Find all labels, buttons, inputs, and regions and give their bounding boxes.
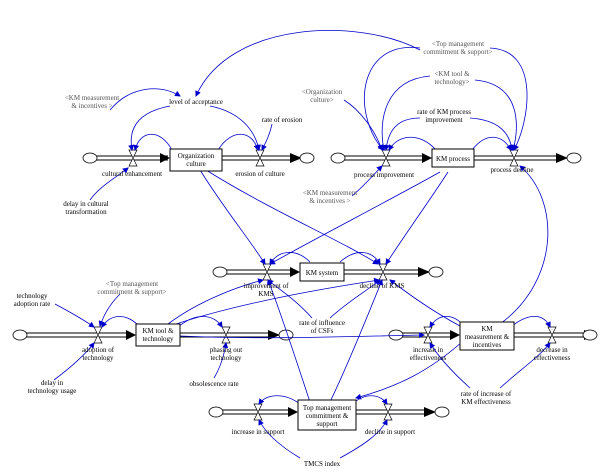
- flow-label-adoption-line1: adoption of: [82, 346, 115, 354]
- valve-icon: [253, 403, 263, 421]
- stock-label: KM system: [306, 269, 339, 277]
- shadow-org-culture-1-line1: <Organization: [302, 88, 343, 96]
- valve-icon: [255, 149, 265, 167]
- stock-km-process: KM process: [431, 148, 475, 168]
- aux-tech-adoption-line1: technology: [16, 292, 48, 300]
- flow-labels: cultural enhancement erosion of culture …: [82, 166, 571, 436]
- shadow-km-measurement-1-line1: <KM measurement: [65, 94, 119, 102]
- cloud-icon: [330, 152, 346, 164]
- aux-obsolescence-rate: obsolescence rate: [189, 380, 238, 388]
- stock-label-line3: incentives: [473, 341, 502, 349]
- shadow-top-mgmt-2-line1: <Top management: [106, 280, 158, 288]
- flow-label-adoption-line2: technology: [82, 354, 114, 362]
- flow-label-phasing-line2: technology: [210, 354, 242, 362]
- valve-icon: [378, 263, 388, 281]
- aux-tmcs-index: TMCS index: [304, 460, 341, 468]
- flow-label-decrease-eff-line2: effectiveness: [534, 354, 571, 362]
- aux-tech-adoption-line2: adoption rate: [14, 300, 51, 308]
- stock-label-line1: KM: [481, 325, 493, 333]
- stock-top-management: Top management commitment & support: [297, 399, 357, 431]
- flow-label-cultural-enhancement: cultural enhancement: [102, 170, 162, 178]
- valve-icon: [221, 326, 231, 344]
- stock-label-line2: measurement &: [465, 333, 510, 341]
- valve-icon: [423, 326, 433, 344]
- valve-icon: [509, 149, 519, 167]
- shadow-top-mgmt-1-line1: <Top management: [432, 40, 484, 48]
- flow-label-process-decline: process decline: [491, 166, 534, 174]
- stock-label-line1: Top management: [303, 404, 351, 412]
- cloud-icon: [582, 329, 598, 341]
- cloud-icon: [212, 266, 228, 278]
- aux-rate-km-process-line1: rate of KM process: [417, 108, 471, 116]
- flow-label-process-improvement: process improvement: [354, 171, 414, 179]
- shadow-km-measurement-2-line2: & incentives >: [309, 197, 350, 205]
- aux-rate-of-erosion: rate of erosion: [262, 116, 303, 124]
- flow-label-decrease-eff-line1: decrease in: [536, 346, 568, 354]
- source-sink-clouds: [12, 152, 598, 418]
- stock-label-line1: KM tool &: [142, 327, 174, 335]
- shadow-top-mgmt-2-line2: commitment & support>: [97, 288, 166, 296]
- flow-valves: [93, 149, 557, 421]
- cloud-icon: [278, 329, 294, 341]
- cloud-icon: [12, 329, 28, 341]
- flow-label-phasing-line1: phasing out: [210, 346, 243, 354]
- cloud-icon: [82, 152, 98, 164]
- flow-label-erosion-of-culture: erosion of culture: [235, 170, 284, 178]
- valve-icon: [93, 326, 103, 344]
- flow-label-increase-eff-line2: effectiveness: [410, 354, 447, 362]
- causal-links: [53, 30, 551, 459]
- aux-delay-tech-line1: delay in: [41, 379, 64, 387]
- stock-label-line3: support: [317, 420, 338, 428]
- aux-rate-increase-km-line2: KM effectiveness: [461, 398, 511, 406]
- aux-rate-km-process-line2: improvement: [425, 116, 462, 124]
- flow-label-improvement-of-kms-line2: KMS: [258, 290, 273, 298]
- aux-delay-cultural-line1: delay in cultural: [63, 200, 109, 208]
- stock-label-line2: technology: [142, 335, 174, 343]
- shadow-top-mgmt-1-line2: commitment & support>: [423, 48, 492, 56]
- stock-label: KM process: [436, 155, 470, 163]
- stock-km-measurement: KM measurement & incentives: [459, 321, 515, 351]
- aux-level-of-acceptance: level of acceptance: [169, 98, 223, 106]
- valve-icon: [128, 149, 138, 167]
- stock-km-tool: KM tool & technology: [135, 323, 181, 347]
- cloud-icon: [388, 329, 404, 341]
- flow-label-increase-eff-line1: increase in: [413, 346, 444, 354]
- cloud-icon: [434, 406, 450, 418]
- flow-label-improvement-of-kms-line1: improvement of: [244, 282, 290, 290]
- valve-icon: [547, 326, 557, 344]
- stock-label-line2: commitment &: [306, 412, 349, 420]
- flow-label-increase-in-support: increase in support: [232, 428, 285, 436]
- shadow-variables: <KM measurement & incentives > <Top mana…: [65, 40, 493, 296]
- shadow-km-tool-1-line1: <KM tool &: [434, 70, 470, 78]
- valve-icon: [383, 403, 393, 421]
- auxiliary-labels: level of acceptance rate of erosion dela…: [14, 98, 512, 468]
- aux-rate-influence-line1: rate of influence: [299, 319, 345, 327]
- flow-label-decline-of-kms: decline of KMS: [360, 282, 405, 290]
- cloud-icon: [299, 152, 315, 164]
- cloud-icon: [428, 266, 444, 278]
- shadow-org-culture-1-line2: culture>: [310, 96, 333, 104]
- valve-icon: [262, 263, 272, 281]
- aux-rate-influence-line2: of CSFs: [311, 327, 334, 335]
- shadow-km-tool-1-line2: technology>: [434, 78, 469, 86]
- flow-pipes: [26, 153, 596, 417]
- cloud-icon: [566, 152, 582, 164]
- aux-rate-increase-km-line1: rate of increase of: [461, 390, 512, 398]
- shadow-km-measurement-1-line2: & incentives >: [71, 102, 112, 110]
- flow-label-decline-in-support: decline in support: [365, 428, 415, 436]
- aux-delay-tech-line2: technology usage: [28, 387, 77, 395]
- stock-org-culture: Organization culture: [169, 148, 223, 172]
- aux-delay-cultural-line2: transformation: [65, 208, 107, 216]
- stock-km-system: KM system: [299, 262, 345, 282]
- stock-label-organization: Organization: [178, 152, 215, 160]
- valve-icon: [381, 149, 391, 167]
- stock-label-culture: culture: [186, 160, 205, 168]
- cloud-icon: [208, 406, 224, 418]
- shadow-km-measurement-2-line1: <KM measurement: [303, 189, 357, 197]
